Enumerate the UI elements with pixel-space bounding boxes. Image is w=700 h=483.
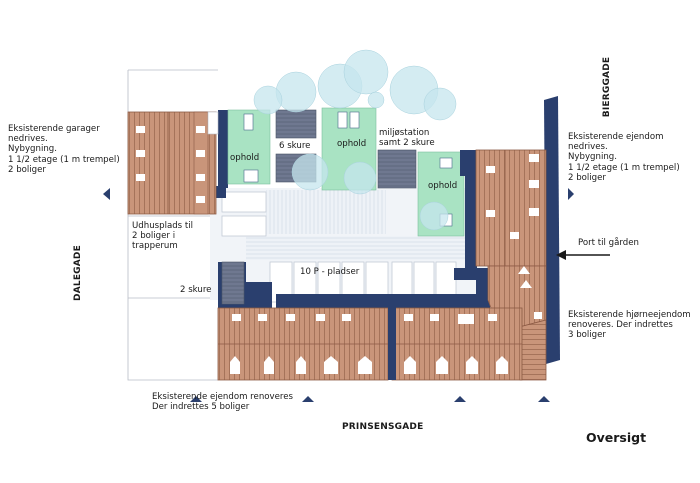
street-name-prinsensgade: PRINSENSGADE bbox=[342, 422, 424, 432]
street-name-bierggade: BIERGGADE bbox=[602, 56, 612, 118]
label-port: Port til gården bbox=[578, 238, 639, 248]
bottom-building bbox=[217, 300, 523, 381]
label-recycling: miljøstation samt 2 skure bbox=[379, 128, 435, 149]
label-corner-property: Eksisterende hjørneejendom renoveres. De… bbox=[568, 310, 691, 341]
label-parking: 10 P - pladser bbox=[300, 267, 360, 277]
parking-spaces bbox=[269, 261, 457, 303]
label-stay-3: ophold bbox=[428, 181, 458, 191]
overview-title: Oversigt bbox=[586, 430, 647, 445]
label-sheds-left: 2 skure bbox=[180, 285, 212, 295]
label-right-property: Eksisterende ejendom nedrives. Nybygning… bbox=[568, 132, 680, 183]
arrow-markers bbox=[103, 188, 574, 402]
street-name-dalegade: DALEGADE bbox=[73, 245, 83, 301]
label-outhouse: Udhusplads til 2 boliger i trapperum bbox=[132, 221, 194, 252]
label-bottom-property: Eksisterende ejendom renoveres Der indre… bbox=[152, 392, 293, 413]
label-stay-1: ophold bbox=[230, 153, 260, 163]
tree-canopies bbox=[253, 49, 457, 231]
left-new-building bbox=[127, 111, 219, 215]
label-stay-2: ophold bbox=[337, 139, 367, 149]
label-sheds-top: 6 skure bbox=[279, 141, 311, 151]
right-new-building bbox=[475, 149, 547, 267]
label-left-garage: Eksisterende garager nedrives. Nybygning… bbox=[8, 124, 120, 175]
port-arrow-icon bbox=[556, 250, 610, 260]
